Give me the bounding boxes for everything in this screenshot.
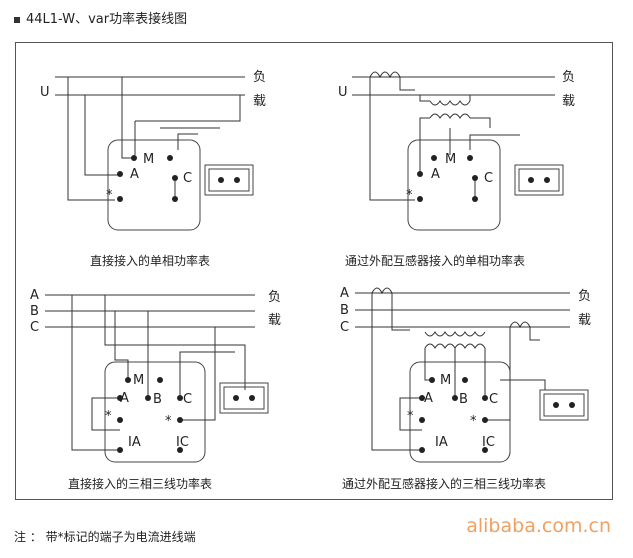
- load-top: 负: [268, 290, 281, 305]
- terminal-m: M: [445, 152, 456, 167]
- terminal-a: A: [424, 391, 433, 406]
- caption: 直接接入的单相功率表: [90, 253, 210, 268]
- terminal-a: A: [431, 167, 440, 182]
- diagram-three-direct: A B C 负 载 M A B C * * IA IC 直接接入的三相三线功率表: [30, 288, 281, 491]
- load-bottom: 载: [253, 94, 266, 109]
- diagram-single-direct: U 负 载 M A C * 直接接入的单相功率表: [40, 70, 266, 268]
- caption: 直接接入的三相三线功率表: [68, 476, 212, 491]
- current-ia: IA: [435, 435, 448, 450]
- output-box: [514, 164, 564, 196]
- caption: 通过外配互感器接入的三相三线功率表: [342, 476, 546, 491]
- terminal-c: C: [489, 392, 498, 407]
- phase-label-c: C: [30, 320, 39, 335]
- star-mark: *: [406, 188, 413, 203]
- load-top: 负: [562, 70, 575, 85]
- star-mark: *: [106, 188, 113, 203]
- phase-label-u: U: [338, 85, 348, 100]
- terminal-b: B: [459, 392, 468, 407]
- current-ic: IC: [482, 435, 495, 450]
- diagram-frame: [15, 42, 613, 500]
- star-mark: *: [407, 409, 414, 424]
- output-box: [539, 389, 589, 421]
- phase-label-a: A: [340, 286, 349, 301]
- diagram-single-ct: U 负 载 M A C * 通过外配互感器接入的单相功率表: [338, 70, 575, 268]
- load-top: 负: [253, 70, 266, 85]
- terminal-m: M: [133, 373, 144, 388]
- phase-label-b: B: [340, 303, 349, 318]
- load-bottom: 载: [562, 94, 575, 109]
- output-box: [204, 164, 254, 196]
- page-title: 44L1-W、var功率表接线图: [14, 8, 187, 27]
- star-mark: *: [470, 414, 477, 429]
- terminal-m: M: [143, 152, 154, 167]
- load-bottom: 载: [268, 313, 281, 328]
- current-ic: IC: [176, 435, 189, 450]
- diagram-three-ct: A B C 负 载 M A B C * * IA IC: [340, 286, 591, 491]
- terminal-a: A: [130, 167, 139, 182]
- watermark: alibaba.com.cn: [466, 515, 611, 537]
- terminal-m: M: [440, 373, 451, 388]
- meter-body: [104, 361, 206, 463]
- load-bottom: 载: [578, 313, 591, 328]
- phase-label-u: U: [40, 85, 50, 100]
- terminal-b: B: [153, 392, 162, 407]
- star-mark: *: [105, 409, 112, 424]
- footer-note: 注 ： 带*标记的端子为电流进线端: [14, 530, 196, 544]
- terminal-c: C: [484, 171, 493, 186]
- phase-label-b: B: [30, 304, 39, 319]
- terminal-a: A: [120, 391, 129, 406]
- title-bullet: [14, 16, 20, 23]
- caption: 通过外配互感器接入的单相功率表: [345, 253, 525, 268]
- output-box: [219, 382, 269, 414]
- current-ia: IA: [128, 435, 141, 450]
- title-text: 44L1-W、var功率表接线图: [26, 12, 188, 27]
- meter-body: [107, 139, 201, 231]
- star-mark: *: [165, 414, 172, 429]
- load-top: 负: [578, 289, 591, 304]
- terminal-c: C: [183, 171, 192, 186]
- terminal-c: C: [183, 392, 192, 407]
- meter-body: [407, 139, 501, 231]
- phase-label-a: A: [30, 288, 39, 303]
- phase-label-c: C: [340, 320, 349, 335]
